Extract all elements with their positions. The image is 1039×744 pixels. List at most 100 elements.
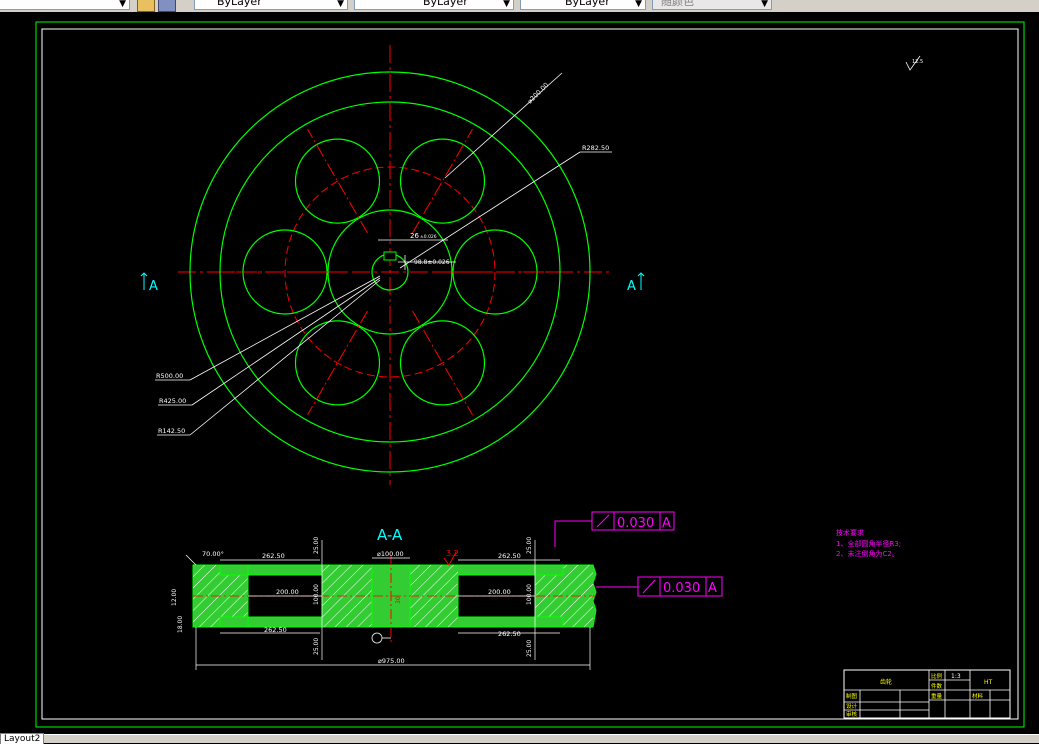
step-right-top: [534, 564, 564, 576]
dim-bot-right: 262.50: [498, 630, 521, 638]
hole-pitch-circle: [284, 166, 496, 378]
notes-title: 技术要求: [836, 528, 864, 537]
tb-reviewed: 审核: [846, 710, 858, 718]
dim-r500: R500.00: [156, 372, 183, 380]
roughness-symbol: 12.5: [905, 55, 923, 71]
sheet-border-frame: [35, 21, 1025, 728]
lineweight-dropdown[interactable]: ByLayer ▼: [520, 0, 646, 10]
tb-designed: 设计: [846, 702, 858, 710]
dim-hub-top-right: 25.00: [526, 537, 533, 554]
section-label-left: A: [149, 279, 158, 294]
dim-web-left: 100.00: [313, 584, 320, 605]
dim-r282: R282.50: [582, 144, 609, 152]
tb-qty-label: 件数: [931, 682, 943, 690]
dim-key: 30: [395, 596, 402, 604]
svg-text:3.2: 3.2: [446, 549, 459, 558]
dim-rim: 18.00: [177, 616, 184, 633]
gdt-frame-runout-1: 0.030 A: [554, 511, 675, 547]
gdt2-datum: A: [708, 581, 717, 596]
tab-layout2-label: Layout2: [4, 734, 41, 744]
technical-notes: 技术要求 1、全部圆角半径R3; 2、未注倒角为C2。: [836, 528, 901, 558]
hole-centerline: [307, 310, 368, 416]
layer-manager-icon[interactable]: [137, 0, 155, 12]
lightening-hole: [294, 138, 381, 224]
linetype-value: ByLayer: [423, 0, 468, 8]
sheet-border-outer: [41, 28, 1019, 720]
leader-r425: [191, 277, 381, 406]
roughness-red-symbol: 3.2: [443, 549, 459, 566]
tab-layout2[interactable]: Layout2: [0, 733, 45, 744]
lightening-holes: [225, 128, 555, 416]
dim-top-right: 262.50: [498, 552, 521, 560]
section-view: A-A 70.00° 262.50 ⌀100.: [171, 511, 723, 670]
color-dropdown[interactable]: ByLayer ▼: [194, 0, 348, 10]
dim-chamfer: 70.00°: [202, 550, 224, 558]
tb-material-label: 材料: [972, 692, 984, 700]
tb-scale-value: 1:3: [951, 673, 961, 680]
dim-key-depth: 98.8±0.026: [414, 259, 450, 266]
rim-inner-circle: [219, 101, 561, 443]
datum-a-symbol: [371, 632, 391, 644]
gdt2-tolerance: 0.030: [663, 581, 700, 596]
gdt1-tolerance: 0.030: [617, 516, 654, 531]
dim-bore: ⌀100.00: [377, 550, 404, 558]
dim-inner-left: 200.00: [276, 588, 299, 596]
tb-weight-label: 重量: [931, 692, 943, 700]
runout-arrow-icon: [596, 514, 610, 528]
section-marker-right: A: [627, 272, 645, 294]
notes-line-2: 2、未注倒角为C2。: [836, 549, 899, 558]
dim-dia200: ⌀200.00: [526, 81, 551, 106]
dim-overall: ⌀975.00: [378, 657, 405, 665]
dim-key-width-tol: ±0.026: [420, 234, 437, 240]
section-marker-left: A: [140, 272, 158, 294]
layout-tabs-bar: Layout2: [0, 733, 1039, 744]
cad-drawing: R500.00 R425.00 R142.50 R282.50 ⌀200.00 …: [35, 21, 1025, 728]
runout-arrow-icon: [642, 579, 656, 594]
dim-hub-top: 25.00: [313, 537, 320, 554]
dim-inner-right: 200.00: [488, 588, 511, 596]
drawing-canvas[interactable]: R500.00 R425.00 R142.50 R282.50 ⌀200.00 …: [0, 12, 1039, 734]
dim-top-left: 262.50: [262, 552, 285, 560]
step-left-bottom: [219, 616, 249, 628]
leader-r500: [189, 275, 381, 381]
tb-part-name: 齿轮: [880, 678, 892, 686]
step-left-top: [219, 564, 249, 576]
tb-drawn: 制图: [846, 692, 858, 700]
dim-hub-bot: 25.00: [313, 638, 320, 655]
layer-dropdown[interactable]: ▼: [0, 0, 130, 10]
leader-dia200: [444, 72, 563, 179]
outer-rim-circle: [189, 71, 591, 473]
gdt1-datum: A: [662, 516, 671, 531]
hole-centerline: [412, 310, 473, 416]
notes-line-1: 1、全部圆角半径R3;: [836, 539, 901, 548]
tb-scale-label: 比例: [931, 672, 943, 680]
chevron-down-icon: ▼: [119, 0, 126, 9]
keyway: [383, 251, 397, 261]
dim-r142: R142.50: [158, 427, 185, 435]
properties-toolbar: ▼ ByLayer ▼ ByLayer ▼ ByLayer ▼ 随颜色 ▼: [0, 0, 1039, 13]
dim-hub-bot-right: 25.00: [526, 640, 533, 657]
tb-material-value: HT: [984, 679, 993, 686]
chevron-down-icon: ▼: [635, 0, 642, 9]
gdt-frame-runout-2: 0.030 A: [596, 576, 723, 597]
layer-state-icon[interactable]: [158, 0, 176, 12]
chevron-down-icon: ▼: [337, 0, 344, 9]
plotstyle-value: 随颜色: [661, 0, 694, 8]
chevron-down-icon: ▼: [503, 0, 510, 9]
step-right-bottom: [534, 616, 564, 628]
section-title: A-A: [377, 526, 403, 544]
dim-web-right: 100.00: [526, 584, 533, 605]
dim-bot-left: 262.50: [264, 626, 287, 634]
hole-centerline: [307, 128, 368, 234]
color-value: ByLayer: [217, 0, 262, 8]
dim-groove: 12.00: [171, 589, 178, 606]
lightening-hole: [399, 320, 486, 406]
section-label-right: A: [627, 279, 636, 294]
dim-r425: R425.00: [159, 397, 186, 405]
leader-r142: [189, 279, 381, 436]
plotstyle-dropdown[interactable]: 随颜色 ▼: [652, 0, 772, 10]
top-view: R500.00 R425.00 R142.50 R282.50 ⌀200.00 …: [140, 45, 923, 485]
linetype-dropdown[interactable]: ByLayer ▼: [354, 0, 514, 10]
hole-centerline: [412, 128, 473, 234]
leader-r282: [399, 151, 581, 269]
